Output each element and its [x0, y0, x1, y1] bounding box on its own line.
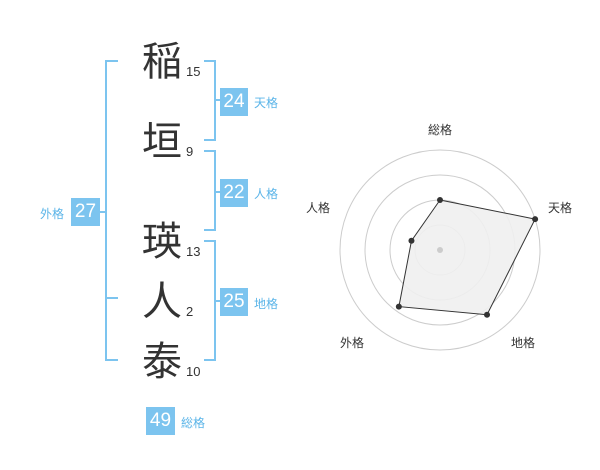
radar-point-5	[408, 237, 415, 244]
chikaku-bracket	[204, 240, 216, 361]
radar-center-dot	[437, 247, 443, 253]
radar-axis-label-soukaku: 総格	[428, 123, 453, 137]
jinkaku-bracket	[204, 150, 216, 231]
radar-axis-label-chikaku: 地格	[511, 336, 536, 350]
stroke-count-1: 15	[186, 64, 201, 79]
stroke-count-2: 9	[186, 144, 194, 159]
jinkaku-bracket-stub	[216, 191, 220, 193]
stroke-count-3: 13	[186, 244, 201, 259]
soukaku-label: 総格	[181, 416, 206, 430]
name-char-4: 人	[142, 279, 182, 325]
gaikaku-bracket	[105, 60, 118, 361]
name-char-1: 稲	[142, 39, 182, 85]
stroke-count-4: 2	[186, 304, 194, 319]
jinkaku-label: 人格	[254, 187, 279, 201]
radar-point-3	[484, 311, 491, 318]
name-char-5: 泰	[142, 339, 182, 385]
radar-point-1	[437, 197, 443, 203]
gaikaku-bracket-stub	[100, 211, 105, 213]
chikaku-value: 25	[220, 288, 248, 316]
chikaku-label: 地格	[254, 297, 279, 311]
tenkaku-bracket	[204, 60, 216, 141]
gaikaku-label: 外格	[40, 207, 65, 221]
jinkaku-value: 22	[220, 179, 248, 207]
radar-axis-label-tenkaku: 天格	[548, 201, 573, 215]
name-char-3: 瑛	[142, 219, 182, 265]
radar-point-4	[395, 303, 402, 310]
chikaku-bracket-stub	[216, 300, 220, 302]
tenkaku-bracket-stub	[216, 99, 220, 101]
gaikaku-bracket-divider	[105, 297, 118, 299]
soukaku-value: 49	[146, 407, 175, 435]
gaikaku-value: 27	[71, 198, 100, 226]
radar-grid-ring-4	[339, 149, 541, 351]
radar-axis-label-gaikaku: 外格	[340, 336, 365, 350]
tenkaku-value: 24	[220, 88, 248, 116]
radar-axis-label-jinkaku: 人格	[306, 201, 331, 215]
radar-point-2	[532, 216, 539, 223]
name-char-2: 垣	[142, 119, 182, 165]
stroke-count-5: 10	[186, 364, 201, 379]
radar-data-polygon	[398, 199, 536, 316]
tenkaku-label: 天格	[254, 96, 279, 110]
